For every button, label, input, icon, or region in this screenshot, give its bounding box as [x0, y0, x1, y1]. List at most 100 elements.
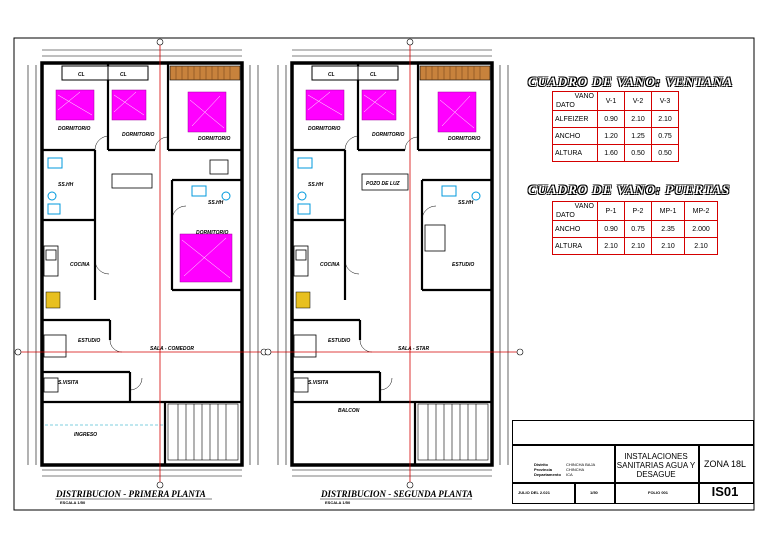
ventana-header-row: VANO DATO V-1 V-2 V-3: [552, 91, 679, 111]
puertas-header: P-1: [597, 201, 625, 221]
puertas-cell: 0.90: [597, 220, 625, 238]
puertas-corner-cell: VANO DATO: [552, 201, 598, 221]
puertas-cell: 2.35: [651, 220, 685, 238]
title-block-zone: [698, 444, 754, 484]
title-block-sheet-cell: [698, 482, 754, 504]
puertas-cell: 2.000: [684, 220, 718, 238]
label-pozo-de-luz: POZO DE LUZ: [366, 181, 401, 187]
puertas-header-row: VANO DATO P-1 P-2 MP-1 MP-2: [552, 201, 718, 221]
ventana-row: ALFEIZER 0.90 2.10 2.10: [552, 110, 679, 128]
label-estudio-1-p2: ESTUDIO: [328, 338, 350, 344]
tb-file: FOLIO 001: [648, 490, 669, 495]
label-visita: S.VISITA: [58, 380, 79, 386]
tb-prov-value: CHINCHA: [566, 467, 585, 472]
title-block-header: [512, 420, 754, 446]
caption-segunda-planta: DISTRIBUCION - SEGUNDA PLANTA: [321, 489, 473, 499]
label-sshh-2-p2: SS.HH: [458, 200, 474, 206]
puertas-header: P-2: [624, 201, 652, 221]
ventana-corner-bottom: DATO: [556, 102, 575, 109]
label-dormitorio-3-p2: DORMITORIO: [448, 136, 481, 142]
label-ingreso: INGRESO: [74, 432, 97, 438]
sheet-border: [13, 37, 755, 511]
puertas-table-title: CUADRO DE VANO: PUERTAS: [528, 182, 731, 197]
label-cocina: COCINA: [70, 262, 90, 268]
label-dormitorio-4: DORMITORIO: [196, 230, 229, 236]
title-block-location: [512, 444, 616, 484]
puertas-row: ALTURA 2.10 2.10 2.10 2.10: [552, 237, 718, 255]
label-dormitorio-3: DORMITORIO: [198, 136, 231, 142]
ventana-cell: 1.20: [597, 127, 625, 145]
ventana-corner-cell: VANO DATO: [552, 91, 598, 111]
tb-dep-value: ICA: [566, 472, 573, 477]
ventana-row: ALTURA 1.60 0.50 0.50: [552, 144, 679, 162]
caption-scale-2: ESCALA 1/50: [325, 500, 351, 505]
ventana-row: ANCHO 1.20 1.25 0.75: [552, 127, 679, 145]
ventana-row-label: ANCHO: [552, 127, 598, 145]
label-dormitorio-2-p2: DORMITORIO: [372, 132, 405, 138]
caption-primera-planta: DISTRIBUCION - PRIMERA PLANTA: [56, 489, 206, 499]
tb-scale: 1/50: [590, 490, 598, 495]
label-estudio: ESTUDIO: [78, 338, 100, 344]
label-balcon: BALCON: [338, 408, 360, 414]
ventana-cell: 2.10: [624, 110, 652, 128]
puertas-cell: 2.10: [684, 237, 718, 255]
puertas-row-label: ANCHO: [552, 220, 598, 238]
tb-sheet-code: IS01: [711, 484, 739, 499]
ventana-header: V-1: [597, 91, 625, 111]
tb-date: JULIO DEL 2.021: [518, 490, 550, 495]
puertas-table: VANO DATO P-1 P-2 MP-1 MP-2 ANCHO 0.90 0…: [552, 201, 718, 255]
label-sala-star: SALA - STAR: [398, 346, 429, 352]
plan-segunda-planta: CL CL DORMITORIO DORMITORIO DORMITORIO S…: [277, 49, 509, 477]
tb-prov-label: Provincia: [534, 467, 553, 472]
puertas-cell: 2.10: [651, 237, 685, 255]
title-block-scale-cell: [574, 482, 616, 504]
label-sshh-2: SS.HH: [208, 200, 224, 206]
label-sala-comedor: SALA - COMEDOR: [150, 346, 194, 352]
ventana-cell: 0.75: [651, 127, 679, 145]
label-dormitorio-1: DORMITORIO: [58, 126, 91, 132]
puertas-row: ANCHO 0.90 0.75 2.35 2.000: [552, 220, 718, 238]
label-cl-1-p2: CL: [328, 72, 335, 78]
ventana-cell: 1.25: [624, 127, 652, 145]
plan-primera-planta: CL CL DORMITORIO DORMITORIO DORMITORIO S…: [27, 49, 259, 477]
tb-dep-label: Departamento: [534, 472, 561, 477]
ventana-cell: 2.10: [651, 110, 679, 128]
ventana-cell: 0.50: [624, 144, 652, 162]
puertas-header: MP-1: [651, 201, 685, 221]
ventana-cell: 0.90: [597, 110, 625, 128]
tb-project-name: INSTALACIONES SANITARIAS AGUA Y DESAGUE: [616, 452, 696, 479]
tb-dist-value: CHINCHA BAJA: [566, 462, 596, 467]
label-cl-1: CL: [78, 72, 85, 78]
ventana-table-title: CUADRO DE VANO: VENTANA: [528, 74, 734, 89]
caption-scale-1: ESCALA 1/50: [60, 500, 86, 505]
title-block-date-cell: [512, 482, 576, 504]
puertas-corner-bottom: DATO: [556, 212, 575, 219]
ventana-cell: 1.60: [597, 144, 625, 162]
ventana-table: VANO DATO V-1 V-2 V-3 ALFEIZER 0.90 2.10…: [552, 91, 679, 162]
ventana-header: V-2: [624, 91, 652, 111]
label-cl-2-p2: CL: [370, 72, 377, 78]
puertas-row-label: ALTURA: [552, 237, 598, 255]
label-dormitorio-1-p2: DORMITORIO: [308, 126, 341, 132]
ventana-corner-top: VANO: [574, 93, 594, 100]
label-cl-2: CL: [120, 72, 127, 78]
label-visita-p2: S.VISITA: [308, 380, 329, 386]
ventana-row-label: ALFEIZER: [552, 110, 598, 128]
axis-lines: [18, 42, 520, 485]
label-dormitorio-2: DORMITORIO: [122, 132, 155, 138]
label-sshh-1-p2: SS.HH: [308, 182, 324, 188]
ventana-row-label: ALTURA: [552, 144, 598, 162]
puertas-corner-top: VANO: [574, 203, 594, 210]
puertas-cell: 0.75: [624, 220, 652, 238]
label-estudio-2-p2: ESTUDIO: [452, 262, 474, 268]
title-block-project: [614, 444, 700, 484]
tb-zone: ZONA 18L: [703, 459, 747, 469]
label-sshh-1: SS.HH: [58, 182, 74, 188]
ventana-cell: 0.50: [651, 144, 679, 162]
title-block-file-cell: [614, 482, 700, 504]
dimension-lines: [27, 49, 259, 477]
puertas-cell: 2.10: [597, 237, 625, 255]
puertas-cell: 2.10: [624, 237, 652, 255]
